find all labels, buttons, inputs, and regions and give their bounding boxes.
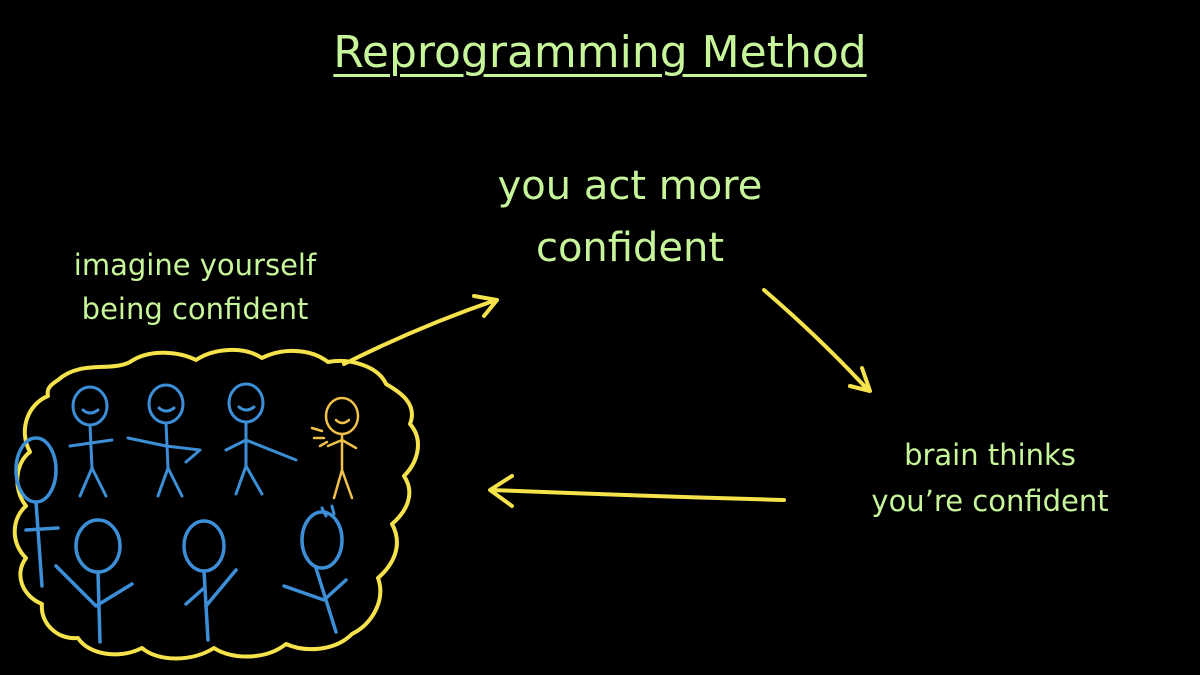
- node-imagine-confident: imagine yourself being confident: [40, 244, 350, 331]
- stick-figure-icon: [310, 396, 360, 500]
- arrow-icon: [762, 288, 872, 393]
- stick-figure-icon: [54, 518, 134, 644]
- thought-cloud-icon: [12, 347, 420, 661]
- stick-figure-icon: [282, 504, 348, 634]
- stick-figure-icon: [68, 385, 114, 498]
- node-act-line-1: you act more: [497, 163, 763, 209]
- stick-figure-icon: [224, 382, 298, 496]
- stick-figure-icon: [182, 519, 238, 642]
- diagram-title: Reprogramming Method: [333, 27, 867, 78]
- stick-figure-icon: [14, 436, 60, 588]
- arrow-icon: [342, 294, 499, 366]
- node-brain-line-1: brain thinks: [904, 438, 1076, 472]
- stick-figure-icon: [126, 383, 202, 498]
- node-imagine-line-2: being confident: [81, 291, 309, 326]
- node-brain-line-2: you’re confident: [871, 484, 1109, 519]
- arrow-icon: [488, 474, 786, 508]
- node-act-confident: you act more confident: [430, 155, 830, 279]
- node-imagine-line-1: imagine yourself: [73, 248, 317, 282]
- node-brain-thinks: brain thinks you’re confident: [840, 432, 1140, 525]
- node-act-line-2: confident: [535, 225, 725, 271]
